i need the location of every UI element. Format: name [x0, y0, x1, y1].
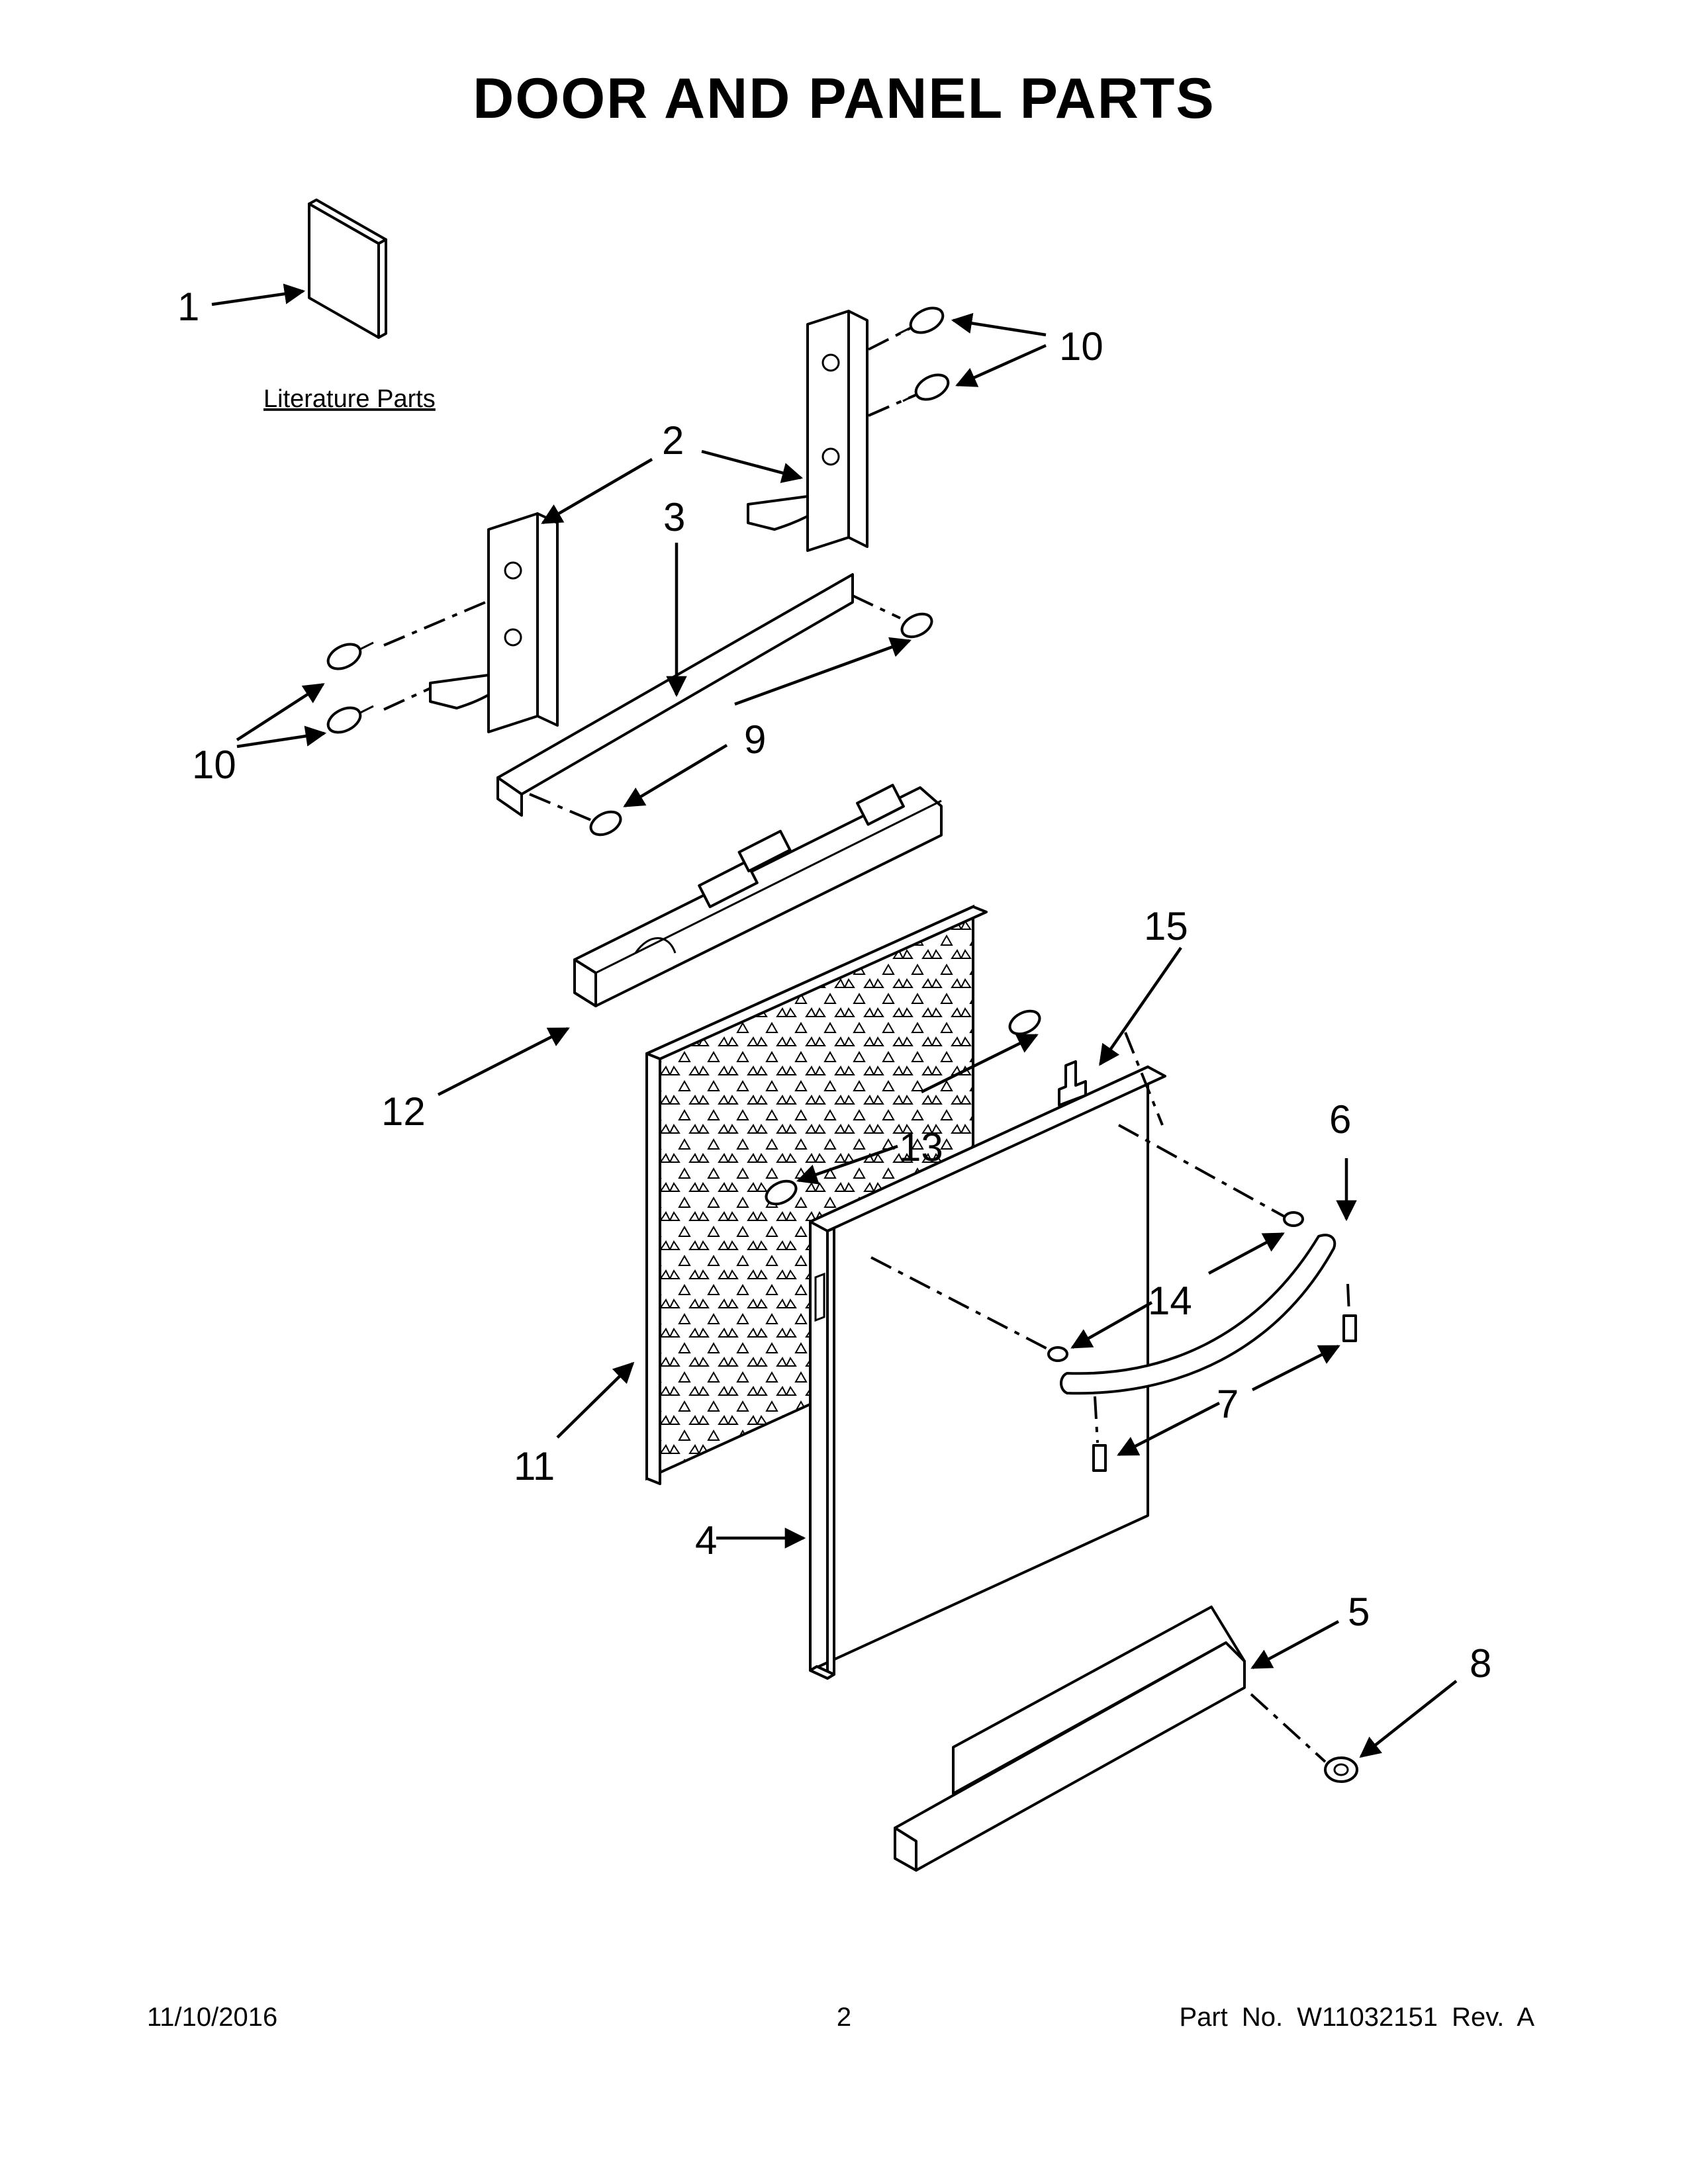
assembly-line: [383, 600, 489, 647]
leader-arrow: [921, 1033, 1039, 1094]
callout-11: 11: [514, 1444, 555, 1488]
callout-15: 15: [1144, 904, 1188, 948]
handle-stud-right: [1342, 1314, 1357, 1342]
leader-arrow: [955, 343, 1047, 387]
assembly-line: [868, 394, 916, 417]
leader-arrow: [437, 1026, 570, 1097]
right-hinge-bracket: [747, 310, 868, 552]
assembly-line: [1094, 1396, 1099, 1443]
leader-arrow: [1117, 1401, 1221, 1457]
cover-screw-right: [900, 612, 933, 639]
hinge-screw-left-2: [326, 705, 374, 734]
handle-spacer-right: [1283, 1211, 1304, 1227]
callout-13: 13: [899, 1125, 943, 1169]
toe-panel: [894, 1606, 1246, 1872]
leader-arrow: [236, 725, 327, 749]
leader-arrow: [236, 683, 325, 741]
callout-2: 2: [662, 418, 684, 463]
hinge-screw-top-1: [897, 306, 945, 336]
leader-arrow: [541, 458, 653, 524]
leader-arrow: [623, 744, 728, 807]
door-latch-assembly: [573, 784, 943, 1007]
footer-page-number: 2: [836, 2003, 852, 2032]
leader-arrow: [1250, 1620, 1340, 1669]
callout-12: 12: [381, 1089, 426, 1134]
callout-3: 3: [663, 495, 685, 539]
assembly-line: [870, 1256, 1051, 1351]
handle-stud-left: [1092, 1444, 1107, 1472]
assembly-line: [1250, 1693, 1327, 1763]
leader-arrow: [796, 1144, 898, 1185]
callout-10-top: 10: [1059, 324, 1103, 369]
panel-screw-top: [1008, 1009, 1041, 1036]
hinge-screw-left-1: [326, 641, 374, 670]
callout-1: 1: [177, 285, 199, 329]
cover-screw-left: [589, 810, 622, 837]
leader-arrow: [1099, 946, 1182, 1066]
literature-parts-label: Literature Parts: [263, 385, 436, 413]
leader-arrow: [1251, 1344, 1340, 1392]
handle-spacer-left: [1047, 1346, 1068, 1362]
leader-arrow: [701, 449, 804, 483]
assembly-line: [1118, 1124, 1285, 1218]
callout-8: 8: [1470, 1641, 1491, 1686]
callout-7: 7: [1217, 1382, 1239, 1426]
assembly-line: [529, 793, 593, 822]
assembly-line: [1346, 1283, 1350, 1314]
callout-14: 14: [1148, 1279, 1192, 1323]
assembly-line: [383, 687, 431, 711]
door-handle: [1060, 1234, 1336, 1395]
toe-panel-screw: [1324, 1756, 1358, 1783]
callout-6: 6: [1329, 1097, 1351, 1142]
footer-date: 11/10/2016: [147, 2003, 278, 2032]
page-title: DOOR AND PANEL PARTS: [473, 67, 1215, 130]
callout-9: 9: [744, 717, 766, 762]
left-hinge-bracket: [429, 512, 559, 733]
footer-part-number: Part No. W11032151 Rev. A: [1179, 2003, 1534, 2032]
outer-door-panel: [809, 1066, 1166, 1680]
leader-arrow: [1207, 1232, 1285, 1275]
leader-arrow: [556, 1361, 635, 1439]
leader-arrow: [211, 283, 306, 306]
panel-screw-left: [765, 1179, 798, 1206]
door-bracket: [1058, 1060, 1087, 1107]
hinge-screw-top-2: [902, 373, 950, 402]
assembly-line: [868, 327, 911, 351]
leader-arrow: [951, 312, 1047, 337]
callout-4: 4: [695, 1518, 717, 1563]
leader-arrow: [1359, 1680, 1458, 1758]
assembly-line: [852, 594, 901, 619]
leader-arrow: [1070, 1301, 1153, 1349]
assembly-line: [1124, 1032, 1164, 1126]
leader-arrow: [734, 637, 912, 706]
literature-booklet: [308, 199, 387, 339]
callout-5: 5: [1348, 1590, 1370, 1634]
callout-10-left: 10: [192, 743, 236, 787]
